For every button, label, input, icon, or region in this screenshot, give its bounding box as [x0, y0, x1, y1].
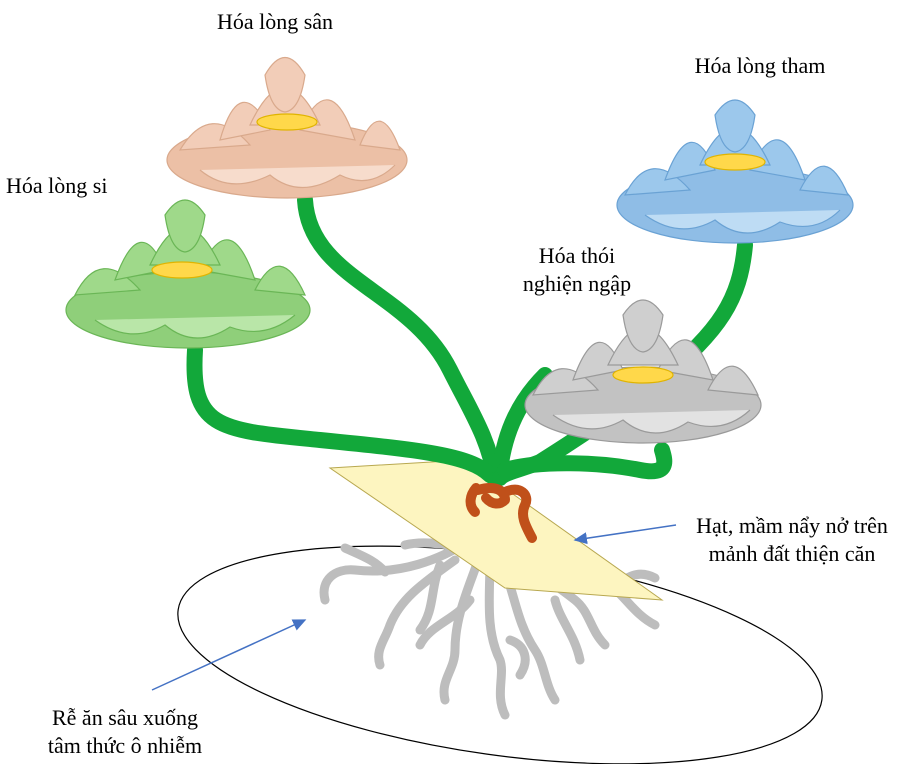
label-hoa-long-san: Hóa lòng sân: [180, 8, 370, 36]
label-re-an-sau: Rễ ăn sâu xuống tâm thức ô nhiễm: [20, 704, 230, 760]
label-hoa-long-si: Hóa lòng si: [6, 172, 107, 200]
label-re-line2: tâm thức ô nhiễm: [20, 732, 230, 760]
label-hoa-thoi-nghien-ngap: Hóa thói nghiện ngập: [492, 242, 662, 298]
label-hat-line2: mảnh đất thiện căn: [672, 540, 912, 568]
label-nghien-line1: Hóa thói: [492, 242, 662, 270]
label-re-line1: Rễ ăn sâu xuống: [20, 704, 230, 732]
label-san-text: Hóa lòng sân: [217, 9, 333, 34]
arrow-hat: [575, 525, 676, 540]
label-nghien-line2: nghiện ngập: [492, 270, 662, 298]
lotus-tham: [617, 100, 853, 243]
label-hoa-long-tham: Hóa lòng tham: [660, 52, 860, 80]
lotus-si: [66, 200, 310, 348]
label-tham-text: Hóa lòng tham: [695, 53, 826, 78]
lotus-san: [167, 58, 407, 199]
label-hat-mam: Hạt, mầm nẩy nở trên mảnh đất thiện căn: [672, 512, 912, 568]
stem-base: [505, 450, 664, 471]
label-si-text: Hóa lòng si: [6, 173, 107, 198]
label-hat-line1: Hạt, mầm nẩy nở trên: [672, 512, 912, 540]
arrow-re: [152, 620, 305, 690]
